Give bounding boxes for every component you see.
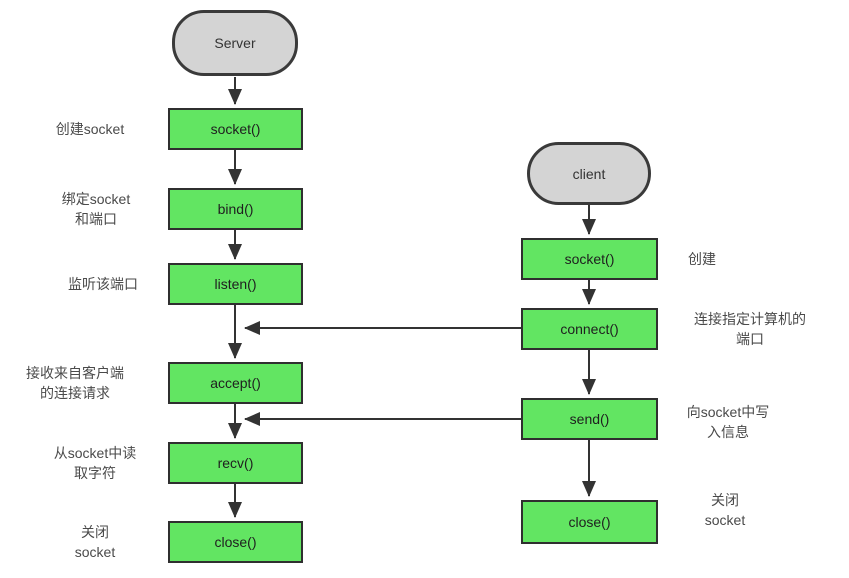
server-annotation-recv: 从socket中读 取字符 (53, 445, 137, 481)
client-node-socket: socket() (521, 238, 658, 280)
client-annotation-send: 向socket中写 入信息 (686, 404, 770, 440)
server-node-recv: recv() (168, 442, 303, 484)
client-annotation-close: 关闭 socket (704, 492, 746, 528)
server-node-close: close() (168, 521, 303, 563)
server-annotation-listen: 监听该端口 (68, 276, 138, 292)
client-node-send: send() (521, 398, 658, 440)
client-annotation-socket: 创建 (688, 251, 716, 267)
server-node-socket: socket() (168, 108, 303, 150)
server-node-listen: listen() (168, 263, 303, 305)
server-node-accept: accept() (168, 362, 303, 404)
server-annotation-bind: 绑定socket 和端口 (61, 191, 131, 227)
server-terminal: Server (172, 10, 298, 76)
server-annotation-socket: 创建socket (55, 121, 125, 137)
client-terminal: client (527, 142, 651, 205)
server-annotation-close: 关闭 socket (74, 524, 116, 560)
server-node-bind: bind() (168, 188, 303, 230)
client-node-close: close() (521, 500, 658, 544)
server-annotation-accept: 接收来自客户端 的连接请求 (26, 365, 124, 401)
client-annotation-connect: 连接指定计算机的 端口 (694, 311, 806, 347)
client-node-connect: connect() (521, 308, 658, 350)
